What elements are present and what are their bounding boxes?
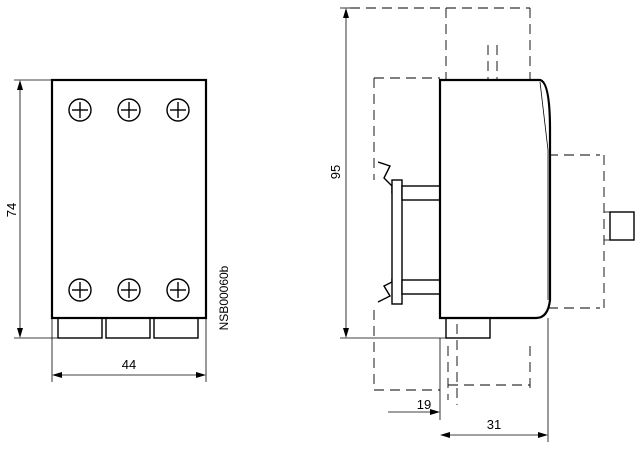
label-front-height: 74 [4,203,19,217]
din-rail-clip [377,161,441,305]
screw-icon [68,98,92,122]
screw-icon [166,278,190,302]
side-body [438,78,552,339]
dimension-side-mount-depth: 19 [388,338,441,420]
terminal-block [105,317,151,339]
dimension-front-height: 74 [4,79,58,339]
label-front-width: 44 [122,357,136,372]
label-side-depth: 31 [487,417,501,432]
side-handle [604,211,635,241]
screw-icon [117,98,141,122]
terminal-block [57,317,103,339]
side-view: 95 19 31 [328,7,635,442]
dimension-side-height: 95 [328,7,446,339]
screw-icon [166,98,190,122]
terminal-block [153,317,199,339]
dimension-front-width: 44 [51,318,207,382]
front-view: 74 44 NSB00060b [4,78,231,382]
screw-icon [117,278,141,302]
dimension-side-depth: 31 [440,318,549,442]
front-screws [68,98,190,302]
front-terminal-blocks [57,317,199,339]
screw-icon [68,278,92,302]
side-terminal [445,317,491,339]
side-phantom-lines [350,7,605,405]
label-side-mount-depth: 19 [417,397,431,412]
label-side-height: 95 [328,165,343,179]
drawing-code: NSB00060b [217,265,231,330]
